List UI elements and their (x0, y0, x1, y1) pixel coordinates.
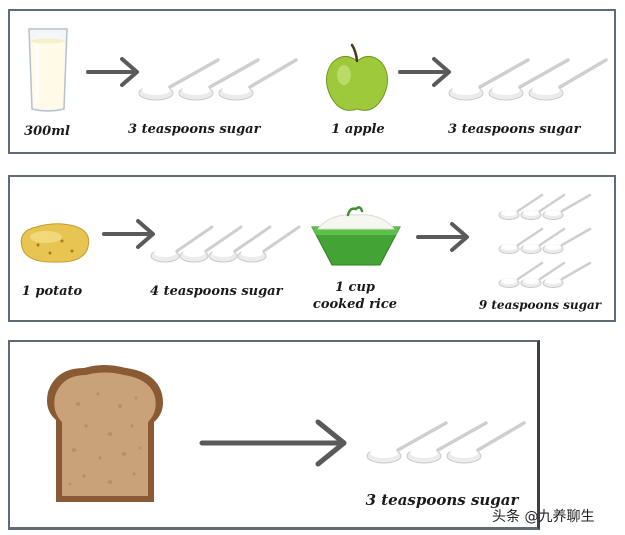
spoons-icon (448, 58, 608, 101)
watermark: 头条 @九养聊生 (492, 509, 595, 525)
bread-panel: 3 teaspoons sugar (8, 340, 540, 530)
rice-sugar-label: 9 teaspoons sugar (478, 298, 602, 312)
potato-rice-panel: 1 potato 4 teaspoons sugar (8, 175, 616, 322)
milk-sugar-label: 3 teaspoons sugar (128, 122, 261, 137)
potato-icon (20, 223, 90, 263)
apple-icon (326, 43, 388, 111)
spoons-icon (498, 193, 592, 288)
apple-label: 1 apple (331, 122, 385, 137)
bread-slice-icon (47, 365, 163, 502)
potato-sugar-label: 4 teaspoons sugar (150, 284, 283, 299)
apple-sugar-label: 3 teaspoons sugar (448, 122, 581, 137)
potato-label: 1 potato (21, 284, 83, 299)
spoons-icon (150, 225, 301, 263)
arrow-right-icon (86, 57, 139, 87)
rice-label: 1 cup cooked rice (312, 280, 398, 312)
milk-apple-panel: 300ml 3 teaspoons sugar 1 apple (8, 9, 616, 154)
arrow-right-icon (416, 222, 469, 252)
milk-glass-icon (28, 28, 68, 112)
spoons-icon (138, 58, 298, 101)
spoons-icon (366, 421, 526, 464)
arrow-right-icon (199, 419, 347, 467)
rice-bowl-icon (311, 206, 401, 266)
bread-sugar-label: 3 teaspoons sugar (365, 491, 519, 509)
arrow-right-icon (102, 219, 155, 249)
arrow-right-icon (398, 57, 451, 87)
milk-label: 300ml (24, 124, 70, 139)
